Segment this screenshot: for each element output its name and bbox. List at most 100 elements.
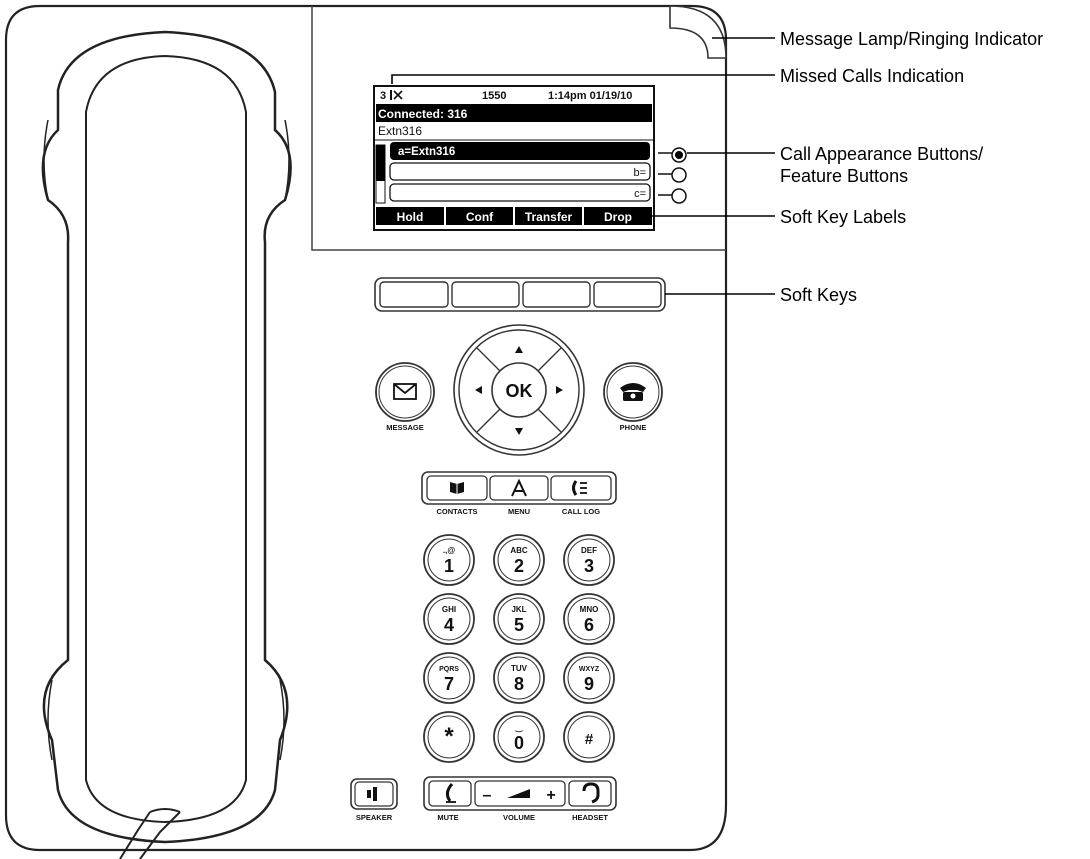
handset-cord <box>119 808 181 859</box>
soft-key-1[interactable] <box>379 281 449 308</box>
call-appearance-a[interactable] <box>390 142 650 160</box>
soft-key-2[interactable] <box>451 281 520 308</box>
keypad-key-0[interactable]: ‿0 <box>493 711 545 763</box>
nav-down-icon[interactable] <box>515 428 523 435</box>
connected-status: Connected: 316 <box>378 107 468 121</box>
call-appearance-b[interactable] <box>389 162 651 181</box>
keypad-key-star[interactable]: * <box>423 711 475 763</box>
keypad-letters: JKL <box>511 605 526 614</box>
speaker-button[interactable] <box>350 778 398 810</box>
missed-call-count: 3 <box>380 90 386 102</box>
keypad-digit: 4 <box>444 615 454 635</box>
callout-soft-keys: Soft Keys <box>780 285 858 305</box>
keypad-digit: 0 <box>514 733 524 753</box>
keypad-digit: 2 <box>514 556 524 576</box>
keypad-key-1[interactable]: .,@1 <box>423 534 475 586</box>
call-log-label: CALL LOG <box>562 507 600 516</box>
nav-right-icon[interactable] <box>556 386 563 394</box>
mute-button[interactable] <box>428 780 472 807</box>
phone-label: PHONE <box>620 423 647 432</box>
keypad-letters: ‿ <box>515 723 523 733</box>
soft-key-label-transfer <box>515 207 582 225</box>
envelope-icon <box>393 383 417 400</box>
soft-key-4[interactable] <box>593 281 662 308</box>
keypad-letters: DEF <box>581 546 597 555</box>
menu-button[interactable] <box>489 475 549 501</box>
keypad-letters: TUV <box>511 664 528 673</box>
line-buttons <box>658 147 687 204</box>
soft-key-text-drop: Drop <box>604 210 632 224</box>
message-label: MESSAGE <box>386 423 424 432</box>
keypad-letters: ABC <box>510 546 528 555</box>
soft-keys <box>374 277 666 312</box>
callout-soft-key-labels: Soft Key Labels <box>780 207 907 227</box>
keypad-letters: MNO <box>580 605 599 614</box>
keypad-digit: 8 <box>514 674 524 694</box>
call-log-icon <box>572 480 587 496</box>
keypad-digit: 5 <box>514 615 524 635</box>
call-appearance-a-label: a=Extn316 <box>398 146 455 158</box>
extension-number: 1550 <box>482 90 506 102</box>
volume-plus[interactable]: + <box>546 787 555 804</box>
keypad-letters: PQRS <box>439 666 459 673</box>
handset[interactable] <box>41 30 292 844</box>
phone-button[interactable] <box>603 362 663 422</box>
soft-key-label-hold <box>376 207 444 225</box>
navigation-cluster: OK <box>453 324 585 456</box>
nav-up-icon[interactable] <box>515 346 523 353</box>
call-appearance-b-label: b= <box>633 167 646 179</box>
soft-key-text-hold: Hold <box>397 210 424 224</box>
keypad-digit: # <box>585 731 594 748</box>
keypad-digit: 6 <box>584 615 594 635</box>
volume-label: VOLUME <box>503 813 535 822</box>
volume-minus[interactable]: – <box>483 787 492 804</box>
menu-a-icon <box>511 478 527 497</box>
missed-call-icon <box>390 90 403 100</box>
call-appearance-c[interactable] <box>389 183 651 202</box>
audio-control-group: – + <box>423 776 617 811</box>
headset-label: HEADSET <box>572 813 608 822</box>
ok-label: OK <box>506 381 533 401</box>
keypad-digit: * <box>444 723 454 750</box>
speaker-icon <box>367 787 377 801</box>
contacts-book-icon <box>450 482 464 494</box>
line-button-c[interactable] <box>671 188 687 204</box>
ok-button[interactable] <box>491 362 547 418</box>
menu-label: MENU <box>508 507 530 516</box>
mute-label: MUTE <box>437 813 458 822</box>
soft-key-text-conf: Conf <box>466 210 494 224</box>
callout-call-appearance-line2: Feature Buttons <box>780 166 909 186</box>
nav-left-icon[interactable] <box>475 386 482 394</box>
callout-missed-calls: Missed Calls Indication <box>780 66 965 86</box>
message-lamp <box>669 5 727 59</box>
keypad-digit: 1 <box>444 556 454 576</box>
keypad-digit: 3 <box>584 556 594 576</box>
line-button-b[interactable] <box>671 167 687 183</box>
message-button[interactable] <box>375 362 435 422</box>
soft-key-text-transfer: Transfer <box>525 210 573 224</box>
call-appearance-c-label: c= <box>634 188 646 200</box>
volume-level-icon <box>507 789 530 798</box>
display-bezel <box>311 6 726 251</box>
soft-key-3[interactable] <box>522 281 591 308</box>
mute-icon <box>445 783 456 803</box>
display-screen: 3 1550 1:14pm 01/19/10 Connected: 316 Ex… <box>373 85 655 231</box>
headset-button[interactable] <box>568 780 612 807</box>
keypad-letters: GHI <box>442 605 456 614</box>
telephone-icon <box>620 383 646 401</box>
keypad-letters: WXYZ <box>579 666 600 673</box>
keypad-letters: .,@ <box>443 546 455 555</box>
contacts-label: CONTACTS <box>436 507 477 516</box>
date-time: 1:14pm 01/19/10 <box>548 90 632 102</box>
keypad-key-pound[interactable]: # <box>563 711 615 763</box>
